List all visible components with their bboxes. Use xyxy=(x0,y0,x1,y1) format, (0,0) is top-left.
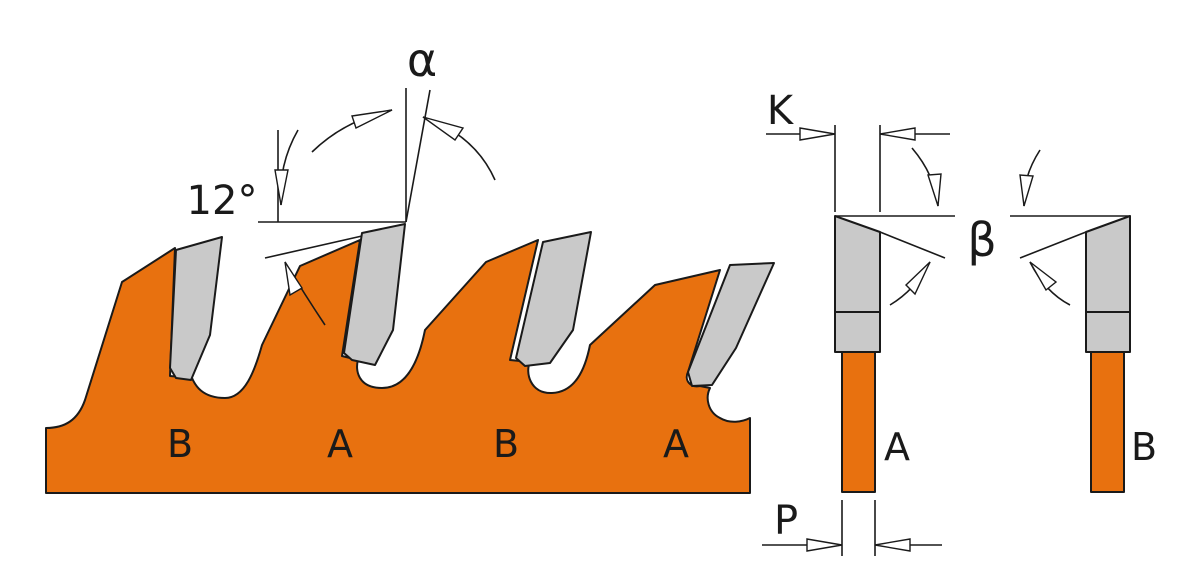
profile-a xyxy=(834,215,881,493)
p-arrow-right-icon xyxy=(806,538,843,552)
tooth-type-label-4: A xyxy=(663,422,689,466)
beta-arrow-a-down-icon xyxy=(927,173,942,207)
p-arrow-left-icon xyxy=(874,538,911,552)
alpha-arrow-right-icon xyxy=(422,116,465,141)
k-dimension xyxy=(766,125,950,212)
tooth-type-label-1: B xyxy=(167,422,193,466)
p-label: P xyxy=(774,498,798,544)
profile-b-label: B xyxy=(1131,425,1157,469)
beta-arrow-b-up-icon xyxy=(1029,261,1058,292)
alpha-arrow-left-icon xyxy=(351,109,393,129)
k-arrow-left-icon xyxy=(879,127,916,141)
k-label: K xyxy=(767,88,795,134)
carbide-tooth-a-2 xyxy=(687,262,775,387)
angle-arrow-down-icon xyxy=(274,169,289,206)
tooth-type-label-3: B xyxy=(493,422,519,466)
beta-arrow-a-up-icon xyxy=(904,261,931,296)
angle-arrow-up-icon xyxy=(284,261,303,297)
blade-body xyxy=(45,239,751,494)
carbide-tooth-a-1 xyxy=(343,223,406,366)
carbide-tooth-b-1 xyxy=(169,236,223,381)
angle-label: 12° xyxy=(187,178,258,224)
alpha-label: α xyxy=(407,33,437,87)
profile-a-label: A xyxy=(884,425,910,469)
beta-label: β xyxy=(967,213,996,267)
tooth-type-label-2: A xyxy=(327,422,353,466)
k-arrow-right-icon xyxy=(799,127,836,141)
carbide-tooth-b-2 xyxy=(515,231,592,367)
profile-b xyxy=(1085,215,1131,493)
beta-arrow-b-down-icon xyxy=(1019,174,1034,207)
